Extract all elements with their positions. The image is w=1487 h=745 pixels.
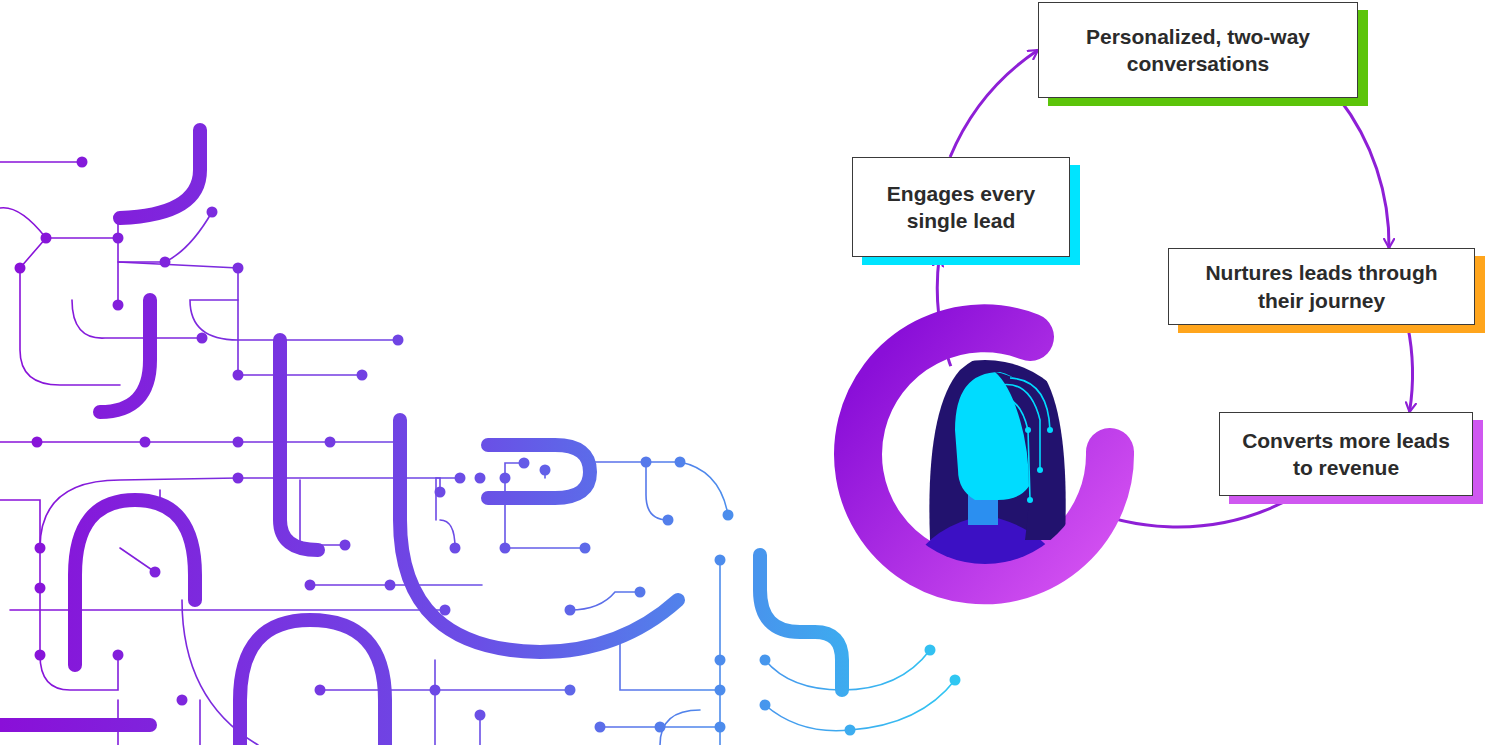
step-text: Converts more leads to revenue: [1234, 427, 1458, 482]
step-text: Engages every single lead: [867, 180, 1055, 235]
cycle-arrow: [1408, 325, 1413, 412]
cycle-arrow: [950, 50, 1038, 157]
step-box: Engages every single lead: [852, 157, 1070, 257]
cycle-arrow: [1339, 98, 1389, 248]
step-box: Nurtures leads through their journey: [1168, 248, 1475, 325]
step-box: Personalized, two-way conversations: [1038, 2, 1358, 98]
step-text: Nurtures leads through their journey: [1183, 259, 1460, 314]
step-box: Converts more leads to revenue: [1219, 412, 1473, 496]
step-text: Personalized, two-way conversations: [1053, 23, 1343, 78]
